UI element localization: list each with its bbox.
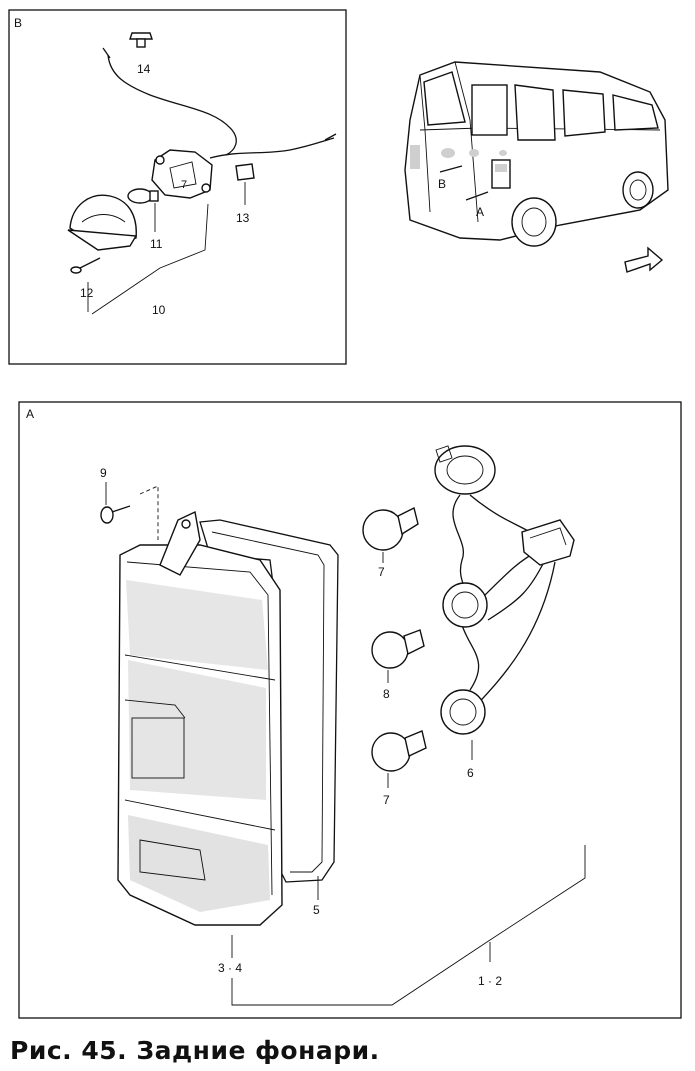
panel-b-license-lamp: B 14 7 11 13 [8,9,347,365]
gasket-5-icon [199,519,339,883]
callout-12: 12 [80,286,94,300]
callout-6: 6 [467,766,474,780]
callout-14: 14 [137,62,151,76]
mounting-bracket-icon [159,510,201,576]
panel-a-label: A [26,407,34,421]
panel-a-rear-combination-lamp: A 9 5 [18,401,682,1019]
screw-9-icon [100,505,131,524]
callout-8: 8 [383,687,390,701]
van-illustration: B A [404,61,669,273]
callout-7-lower: 7 [383,793,390,807]
screw-12-icon [70,257,101,274]
callout-1-2: 1 · 2 [478,974,502,988]
callout-9: 9 [100,466,107,480]
rear-combination-lamp-mark [410,145,511,189]
figure-caption: Рис. 45. Задние фонари. [10,1036,380,1065]
bulb-8-icon [371,629,425,669]
bulb-7-lower-icon [371,730,427,772]
callout-7-upper: 7 [378,565,385,579]
callout-5: 5 [313,903,320,917]
socket-harness-6-icon [434,445,575,735]
svg-text:7: 7 [181,179,187,191]
callout-11: 11 [150,237,163,251]
lamp-housing-icon [117,510,283,926]
screw-14-icon [129,32,153,48]
van-arrow-a: A [476,205,484,219]
front-direction-arrow-icon [624,246,664,273]
callout-10: 10 [152,303,166,317]
callout-13: 13 [236,211,250,225]
panel-b-label: B [14,16,22,30]
bulb-11-icon [127,188,159,204]
bulb-7-upper-icon [362,506,419,551]
callout-3-4: 3 · 4 [218,961,242,975]
van-arrow-b: B [438,177,446,191]
connector-13-icon [235,163,255,181]
lamp-socket-icon: 7 [151,149,213,199]
lens-cover-icon [67,194,138,251]
